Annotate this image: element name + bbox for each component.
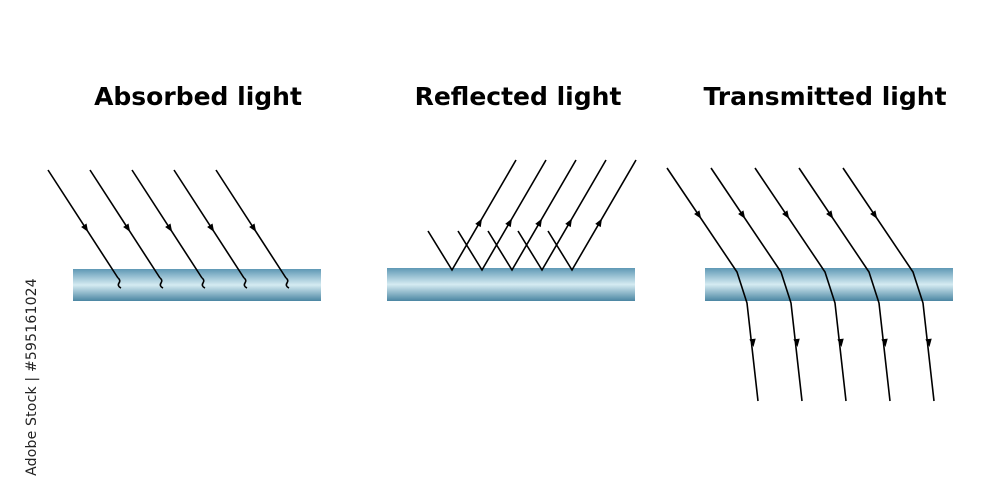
ray-arrow-icon [749, 338, 756, 347]
absorbed-panel [47, 169, 321, 301]
reflecting-surface [387, 268, 635, 301]
reflected-ray [517, 159, 607, 272]
ray-arrow-icon [207, 223, 215, 232]
ray-arrow-icon [249, 223, 257, 232]
ray-arrow-icon [782, 210, 790, 219]
ray-arrow-icon [165, 223, 173, 232]
ray-arrow-icon [881, 338, 888, 347]
ray-arrow-icon [475, 218, 483, 228]
reflected-rays [427, 159, 637, 272]
absorption-squiggle [285, 277, 290, 289]
ray-arrow-icon [595, 218, 603, 228]
ray-arrow-icon [738, 210, 746, 219]
ray-arrow-icon [870, 210, 878, 219]
transmitted-rays [666, 167, 935, 402]
ray-arrow-icon [793, 338, 800, 347]
reflected-light-title: Reflected light [414, 82, 622, 111]
absorbed-ray [89, 169, 161, 279]
reflected-ray [547, 159, 637, 272]
ray-arrow-icon [535, 218, 543, 228]
absorbed-ray [47, 169, 119, 279]
ray-arrow-icon [694, 210, 702, 219]
absorption-squiggle [201, 277, 206, 289]
transmitted-ray [666, 167, 759, 402]
ray-arrow-icon [925, 338, 932, 347]
transmitted-ray [754, 167, 847, 402]
absorption-squiggle [117, 277, 122, 289]
absorption-squiggle [159, 277, 164, 289]
ray-arrow-icon [123, 223, 131, 232]
transmitted-ray [710, 167, 803, 402]
ray-arrow-icon [837, 338, 844, 347]
ray-arrow-icon [565, 218, 573, 228]
reflected-ray [427, 159, 517, 272]
transmitted-ray [842, 167, 935, 402]
transmitted-panel [666, 167, 953, 402]
reflected-ray [457, 159, 547, 272]
reflected-ray [487, 159, 577, 272]
absorbed-ray [173, 169, 245, 279]
transmitted-ray [798, 167, 891, 402]
ray-arrow-icon [826, 210, 834, 219]
absorbed-ray [131, 169, 203, 279]
transmitted-light-title: Transmitted light [703, 82, 947, 111]
absorbed-light-title: Absorbed light [94, 82, 302, 111]
ray-arrow-icon [505, 218, 513, 228]
absorbing-surface [73, 269, 321, 301]
reflected-panel [387, 159, 637, 301]
absorbed-rays [47, 169, 290, 289]
ray-arrow-icon [81, 223, 89, 232]
absorption-squiggle [243, 277, 248, 289]
absorbed-ray [215, 169, 287, 279]
